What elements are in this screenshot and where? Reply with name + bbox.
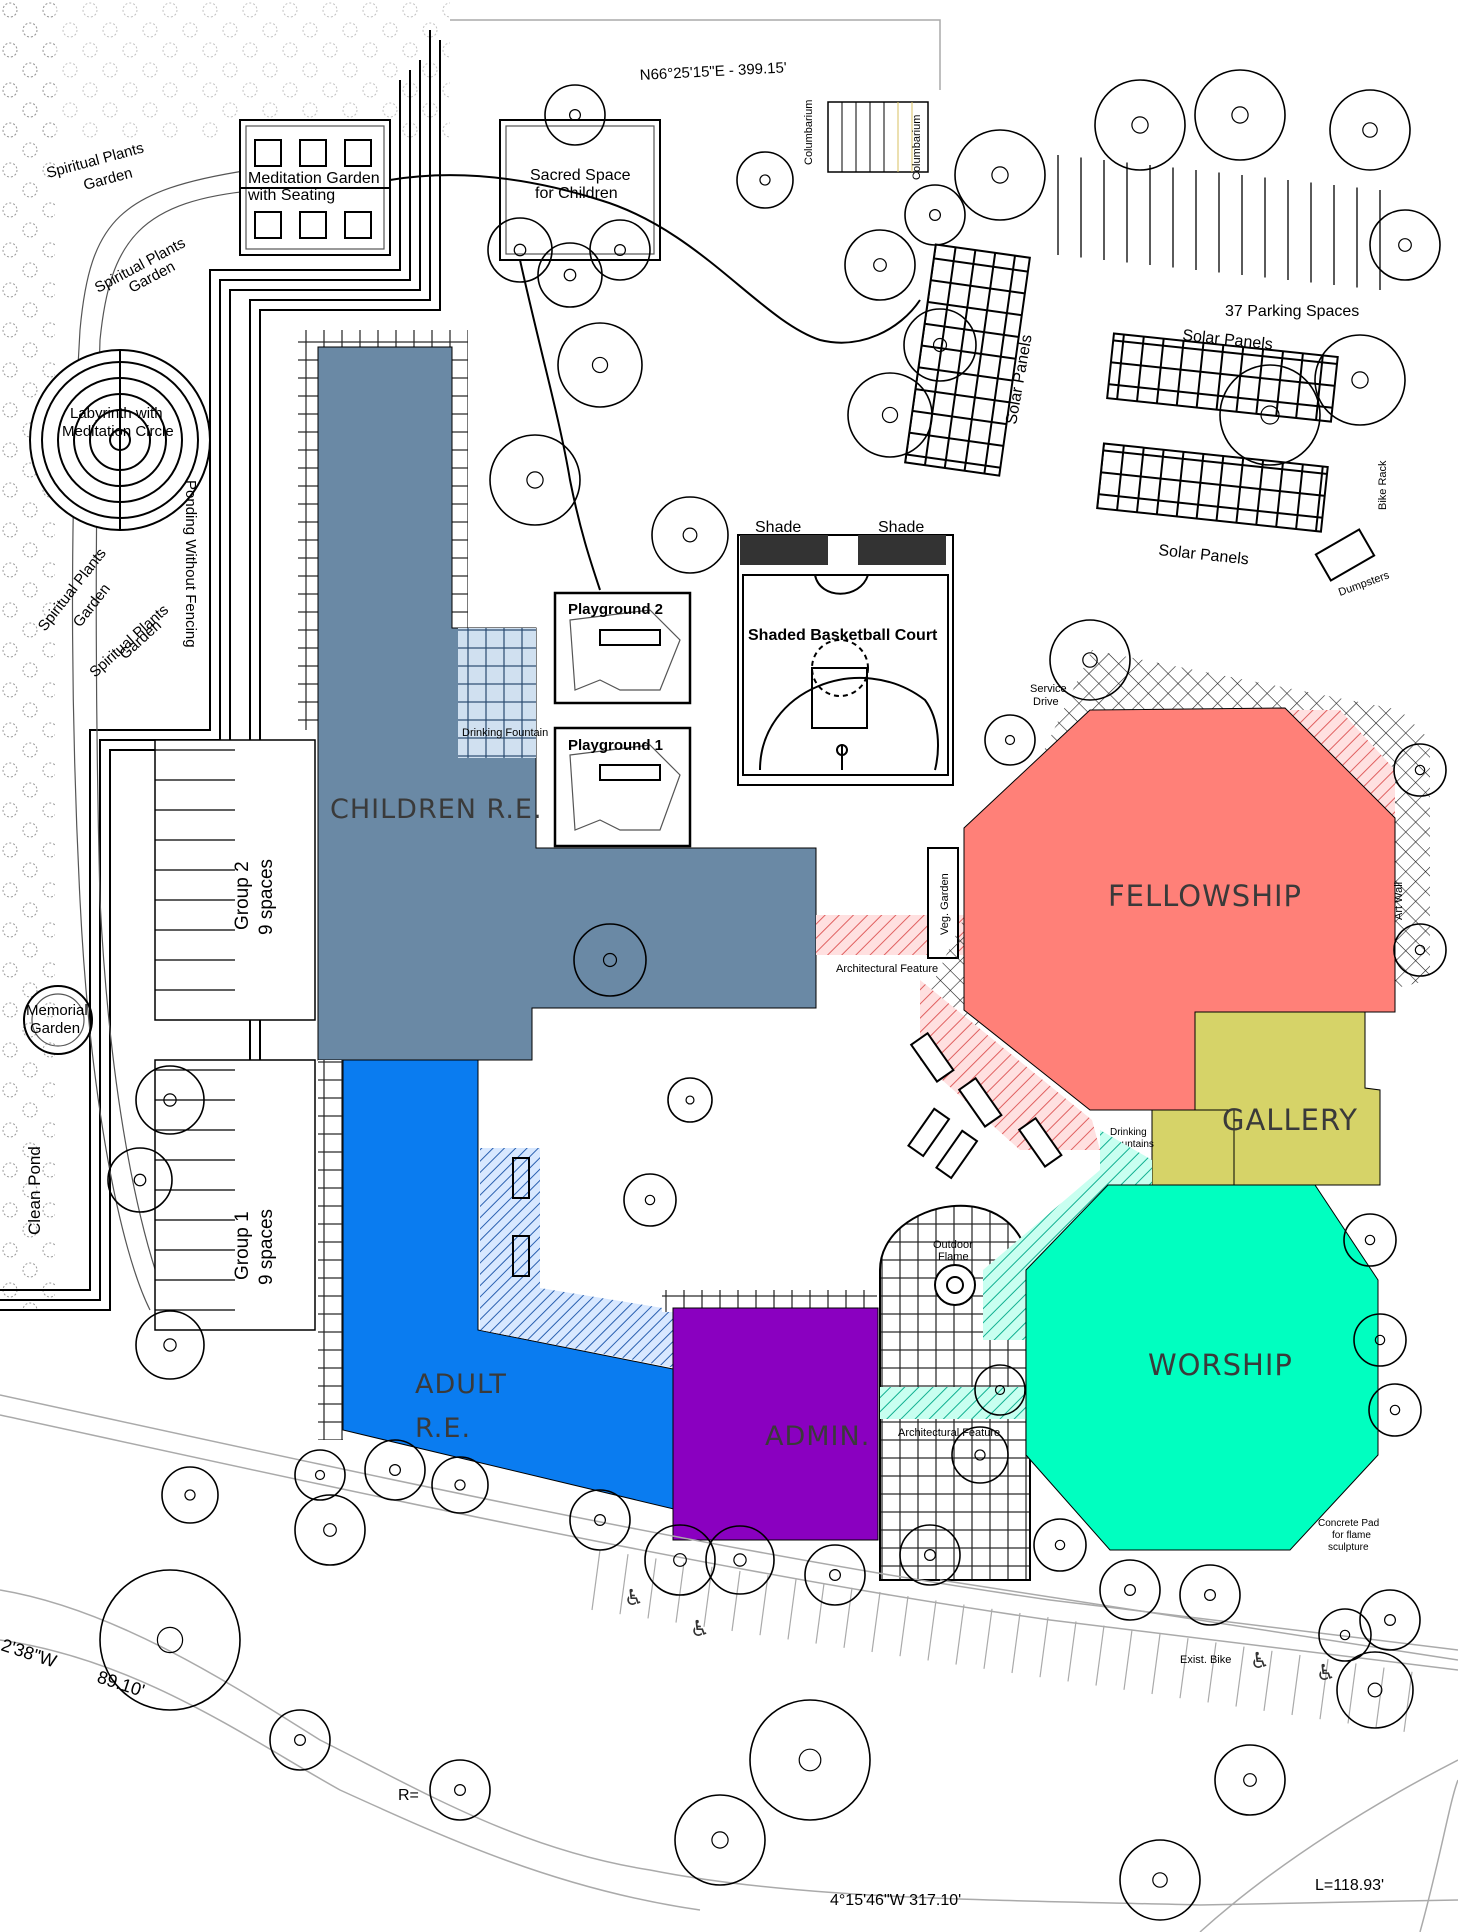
solar-panels-bottom-label: Solar Panels xyxy=(1158,542,1250,568)
basketball-label: Shaded Basketball Court xyxy=(748,627,938,644)
adult-re-building xyxy=(342,1059,749,1521)
south-roads xyxy=(0,1394,1458,1932)
drinking-fountain-2a: Drinking xyxy=(1110,1127,1147,1138)
art-wall-label: Art Wall xyxy=(1393,882,1405,920)
meditation-garden xyxy=(239,119,391,256)
sacred-space xyxy=(499,119,661,261)
accessible-parking-icons: ♿ ♿ ♿ ♿ xyxy=(624,1586,1336,1686)
adult-re-border xyxy=(318,1060,343,1440)
group2-label-2: 9 spaces xyxy=(256,859,277,935)
veg-garden-label: Veg. Garden xyxy=(939,873,951,935)
columbarium xyxy=(827,101,929,173)
group2-label-1: Group 2 xyxy=(232,861,253,930)
clean-pond-label: Clean Pond xyxy=(25,1146,44,1235)
dumpsters-label: Dumpsters xyxy=(1337,569,1392,599)
playground-1 xyxy=(553,726,692,848)
group1-label-1: Group 1 xyxy=(232,1211,253,1280)
gallery-annex xyxy=(1151,1109,1235,1187)
east-parking xyxy=(1057,155,1381,290)
parking-spaces-label: 37 Parking Spaces xyxy=(1225,303,1359,320)
architectural-feature-1-label: Architectural Feature xyxy=(836,963,938,975)
children-re-label: CHILDREN R.E. xyxy=(330,794,543,825)
children-re-patio xyxy=(458,628,536,758)
concrete-pad-label-1: Concrete Pad xyxy=(1318,1518,1379,1529)
memorial-garden-label-2: Garden xyxy=(30,1020,80,1037)
meditation-garden-label-2: with Seating xyxy=(247,187,335,204)
north-path xyxy=(389,174,921,344)
service-drive-label-1: Service xyxy=(1030,683,1067,695)
labyrinth-label-1: Labyrinth with xyxy=(70,405,163,422)
memorial-garden xyxy=(23,985,93,1055)
bench-1 xyxy=(512,1157,530,1199)
drinking-fountain-2b: Fountains xyxy=(1110,1139,1154,1150)
columbarium-label-1: Columbarium xyxy=(803,100,815,165)
concrete-pad-label-3: sculpture xyxy=(1328,1542,1369,1553)
meditation-garden-label-1: Meditation Garden xyxy=(248,170,380,187)
west-distance: 89.10' xyxy=(95,1667,147,1701)
architectural-feature-2-label: Architectural Feature xyxy=(898,1427,1000,1439)
benches xyxy=(907,1031,1063,1180)
planting-strip xyxy=(0,0,55,1310)
drinking-fountain-1: Drinking Fountain xyxy=(462,727,548,739)
svg-text:♿: ♿ xyxy=(624,1586,644,1611)
shade-1-label: Shade xyxy=(755,519,801,536)
bench-2 xyxy=(512,1235,530,1277)
labyrinth xyxy=(29,349,211,531)
svg-text:♿: ♿ xyxy=(690,1617,710,1642)
veg-garden xyxy=(927,847,959,959)
north-path-2 xyxy=(519,259,601,591)
gallery-label: GALLERY xyxy=(1222,1103,1358,1137)
trees xyxy=(99,69,1447,1921)
architectural-feature-2 xyxy=(880,1387,1030,1419)
admin-border xyxy=(662,1290,877,1312)
svg-text:♿: ♿ xyxy=(1316,1661,1336,1686)
shade-2-label: Shade xyxy=(878,519,924,536)
svg-text:♿: ♿ xyxy=(1250,1649,1270,1674)
outdoor-flame-label-2: Flame xyxy=(938,1251,969,1263)
ponding-label: Ponding Without Fencing xyxy=(182,480,199,648)
north-property-line xyxy=(450,19,941,90)
bike-rack-label: Bike Rack xyxy=(1377,460,1389,510)
fellowship-label: FELLOWSHIP xyxy=(1108,879,1302,913)
worship-building xyxy=(1025,1184,1379,1551)
west-parking-stalls xyxy=(155,749,235,1311)
admin-label: ADMIN. xyxy=(765,1421,870,1452)
playground-2 xyxy=(553,591,692,705)
west-parking xyxy=(154,739,316,1331)
adult-re-label-1: ADULT xyxy=(415,1369,507,1400)
playground-1-label: Playground 1 xyxy=(568,737,663,754)
south-bearing: 4°15'46"W 317.10' xyxy=(830,1892,961,1909)
admin-building xyxy=(672,1307,879,1541)
exist-bike-label: Exist. Bike xyxy=(1180,1654,1231,1666)
outdoor-flame-label-1: Outdoor xyxy=(933,1239,973,1251)
sacred-space-label-1: Sacred Space xyxy=(530,167,631,184)
memorial-garden-label-1: Memorial xyxy=(26,1002,88,1019)
service-drive-label-2: Drive xyxy=(1033,696,1059,708)
labyrinth-label-2: Meditation Circle xyxy=(62,423,174,440)
fellowship-red-hatch xyxy=(920,980,1100,1150)
columbarium-label-2: Columbarium xyxy=(911,115,923,180)
concrete-pad-label-2: for flame xyxy=(1332,1530,1371,1541)
west-bearing: 2'38"W xyxy=(0,1635,59,1672)
adult-re-hatch xyxy=(480,1148,675,1368)
adult-re-label-2: R.E. xyxy=(415,1413,471,1444)
shade-1 xyxy=(740,535,828,565)
garden-path xyxy=(71,169,251,1311)
group1-label-2: 9 spaces xyxy=(256,1209,277,1285)
curve-radius: R= xyxy=(398,1787,419,1804)
playground-2-label: Playground 2 xyxy=(568,601,663,618)
curve-length: L=118.93' xyxy=(1315,1877,1384,1894)
north-bearing: N66°25'15"E - 399.15' xyxy=(639,59,787,84)
worship-label: WORSHIP xyxy=(1148,1348,1293,1382)
garden-path-2 xyxy=(95,189,261,1311)
solar-panels-vertical xyxy=(904,243,1031,477)
solar-panels-east xyxy=(1096,332,1339,533)
south-parking-stalls xyxy=(591,1549,1413,1732)
shade-2 xyxy=(858,535,946,565)
dumpsters xyxy=(1314,528,1376,582)
planting-strip-north xyxy=(0,0,450,140)
basketball-court xyxy=(737,534,954,786)
